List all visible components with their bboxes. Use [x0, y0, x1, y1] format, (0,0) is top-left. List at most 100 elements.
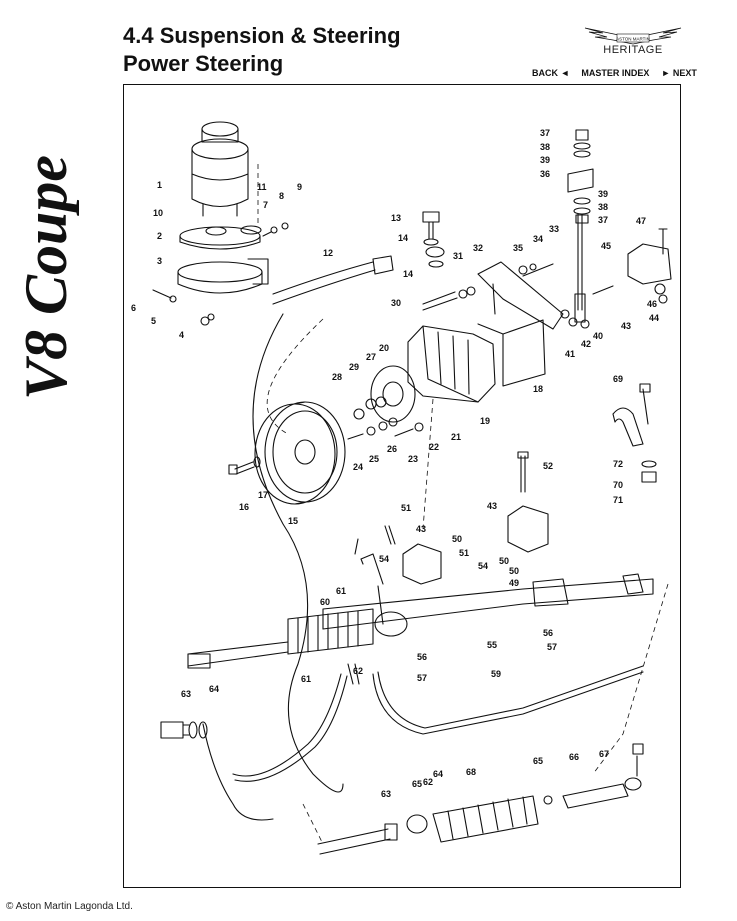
rack-mounting-brackets — [384, 505, 549, 585]
callout: 49 — [509, 578, 519, 588]
next-link[interactable]: ► NEXT — [661, 68, 697, 78]
callout: 38 — [540, 142, 550, 152]
callout: 20 — [379, 343, 389, 353]
callout: 67 — [599, 749, 609, 759]
callout: 68 — [466, 767, 476, 777]
callout: 14 — [403, 269, 413, 279]
callout: 23 — [408, 454, 418, 464]
callout: 15 — [288, 516, 298, 526]
callout: 54 — [478, 561, 488, 571]
rack-boot — [287, 608, 374, 655]
callout: 41 — [565, 349, 575, 359]
callout: 70 — [613, 480, 623, 490]
reservoir-clamp — [177, 226, 269, 294]
callout: 18 — [533, 384, 543, 394]
callout: 6 — [131, 303, 136, 313]
power-steering-exploded-diagram: 1 10 11 7 8 9 2 3 6 5 4 12 13 14 14 30 3… — [131, 121, 672, 855]
callout: 2 — [157, 231, 162, 241]
callout: 11 — [257, 182, 267, 192]
pump-mounting-bracket — [477, 319, 546, 387]
callout: 12 — [323, 248, 333, 258]
callout: 17 — [258, 490, 268, 500]
callout: 7 — [263, 200, 268, 210]
aston-martin-wings-logo: ASTON MARTIN — [584, 27, 682, 45]
reservoir-fasteners — [152, 222, 289, 326]
callout: 34 — [533, 234, 543, 244]
callout: 60 — [320, 597, 330, 607]
callout: 26 — [387, 444, 397, 454]
callout: 40 — [593, 331, 603, 341]
callout: 32 — [473, 243, 483, 253]
pump-mounting-bolt — [422, 286, 476, 311]
master-index-link[interactable]: MASTER INDEX — [581, 68, 650, 78]
tie-rod-assembly — [317, 743, 644, 855]
callout: 28 — [332, 372, 342, 382]
callout: 29 — [349, 362, 359, 372]
callout: 4 — [179, 330, 184, 340]
callout: 1 — [157, 180, 162, 190]
pump-pulley — [254, 401, 346, 505]
callout: 27 — [366, 352, 376, 362]
callout: 39 — [540, 155, 550, 165]
top-nut-stack — [567, 129, 594, 224]
callout: 43 — [416, 524, 426, 534]
callout: 19 — [480, 416, 490, 426]
back-link[interactable]: BACK ◄ — [532, 68, 570, 78]
callout: 50 — [452, 534, 462, 544]
tensioner-bracket — [627, 228, 672, 304]
callout: 22 — [429, 442, 439, 452]
callout: 42 — [581, 339, 591, 349]
callout: 43 — [621, 321, 631, 331]
callout: 52 — [543, 461, 553, 471]
callout: 59 — [491, 669, 501, 679]
logo-text: ASTON MARTIN — [616, 37, 650, 42]
subsection-title: Power Steering — [123, 51, 284, 76]
tie-rod-shaft — [187, 641, 289, 669]
callout: 62 — [353, 666, 363, 676]
callout: 55 — [487, 640, 497, 650]
section-title: 4.4 Suspension & Steering — [123, 23, 401, 48]
callout: 3 — [157, 256, 162, 266]
steering-rack-housing — [322, 538, 654, 637]
callout: 69 — [613, 374, 623, 384]
callout: 44 — [649, 313, 659, 323]
callout: 16 — [239, 502, 249, 512]
callout: 47 — [636, 216, 646, 226]
callout: 14 — [398, 233, 408, 243]
callout: 46 — [647, 299, 657, 309]
callout: 66 — [569, 752, 579, 762]
return-hose — [202, 313, 344, 821]
callout: 8 — [279, 191, 284, 201]
fluid-reservoir — [191, 121, 249, 217]
callout: 57 — [417, 673, 427, 683]
pump-fasteners — [347, 398, 424, 440]
tensioner-bolt-stack — [518, 213, 614, 329]
callout: 9 — [297, 182, 302, 192]
callout: 33 — [549, 224, 559, 234]
callout: 64 — [209, 684, 219, 694]
pipe-clamp — [612, 383, 657, 483]
callout: 10 — [153, 208, 163, 218]
callout: 56 — [543, 628, 553, 638]
callout: 65 — [533, 756, 543, 766]
callout: 21 — [451, 432, 461, 442]
pulley-bolt — [228, 456, 261, 475]
upper-pump-bracket — [477, 261, 564, 330]
callout: 51 — [401, 503, 411, 513]
callout: 50 — [509, 566, 519, 576]
v8-coupe-brand-mark: V8 Coupe — [13, 155, 79, 400]
callout: 63 — [181, 689, 191, 699]
callout: 61 — [336, 586, 346, 596]
power-steering-pump — [370, 325, 496, 423]
callout: 31 — [453, 251, 463, 261]
callout: 38 — [598, 202, 608, 212]
callout: 24 — [353, 462, 363, 472]
callout: 72 — [613, 459, 623, 469]
copyright-notice: © Aston Martin Lagonda Ltd. — [6, 901, 133, 912]
callout: 51 — [459, 548, 469, 558]
callout: 5 — [151, 316, 156, 326]
callout: 56 — [417, 652, 427, 662]
callout: 50 — [499, 556, 509, 566]
brand-text: V8 Coupe — [13, 155, 79, 400]
banjo-fitting — [422, 211, 445, 268]
